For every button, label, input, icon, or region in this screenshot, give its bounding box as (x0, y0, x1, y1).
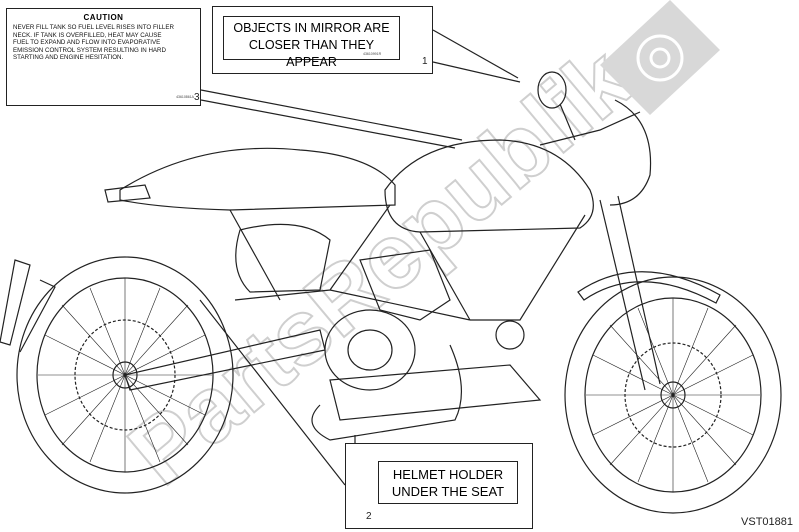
engine (324, 249, 542, 421)
caution-label: CAUTION NEVER FILL TANK SO FUEL LEVEL RI… (6, 8, 201, 106)
mirror-line-2: CLOSER THAN THEY APPEAR (248, 38, 375, 69)
caution-body: NEVER FILL TANK SO FUEL LEVEL RISES INTO… (13, 24, 194, 62)
headlight (609, 99, 652, 206)
exhaust (311, 344, 463, 441)
helmet-line-1: HELMET HOLDER (392, 467, 504, 482)
callout-2: 2 (366, 511, 372, 522)
caution-code: 43610861A (176, 95, 194, 99)
mirror-line-1: OBJECTS IN MIRROR ARE (233, 21, 390, 35)
callout-3: 3 (194, 92, 200, 103)
frame (229, 204, 586, 321)
handlebar (539, 111, 641, 146)
gear-icon (600, 0, 720, 115)
fuel-tank (384, 139, 594, 233)
license-bracket (0, 259, 56, 353)
tail (104, 184, 151, 203)
leader-line-mirror-2 (432, 29, 519, 79)
caution-line: NECK. IF TANK IS OVERFILLED, HEAT MAY CA… (13, 31, 162, 39)
leader-line-mirror (432, 61, 521, 83)
mirror-label: OBJECTS IN MIRROR ARE CLOSER THAN THEY A… (212, 6, 433, 74)
seat (119, 147, 396, 211)
caution-line: STARTING AND ENGINE HESITATION. (13, 54, 124, 62)
helmet-label-text: HELMET HOLDER UNDER THE SEAT (378, 461, 518, 504)
front-wheel (564, 276, 782, 514)
caution-line: NEVER FILL TANK SO FUEL LEVEL RISES INTO… (13, 24, 174, 31)
swingarm (124, 329, 326, 391)
leader-line-caution (200, 89, 463, 149)
reference-code: VST01881 (741, 516, 793, 528)
helmet-label: HELMET HOLDER UNDER THE SEAT (345, 443, 533, 529)
helmet-line-2: UNDER THE SEAT (391, 484, 505, 499)
front-fender (577, 271, 721, 304)
mirror-stem (559, 103, 576, 141)
mirror-label-text: OBJECTS IN MIRROR ARE CLOSER THAN THEY A… (223, 16, 400, 69)
side-panel (235, 223, 331, 293)
leader-line-helmet (199, 299, 356, 486)
callout-1: 1 (422, 56, 428, 67)
mirror-code: 43610991R (363, 52, 382, 56)
front-fork (599, 195, 661, 391)
caution-line: EMISSION CONTROL SYSTEM RESULTING IN HAR… (13, 46, 166, 54)
caution-title: CAUTION (83, 13, 124, 22)
caution-line: FUEL TO EXPAND AND FLOW INTO EVAPORATIVE (13, 39, 161, 47)
mirror-head (537, 71, 567, 109)
